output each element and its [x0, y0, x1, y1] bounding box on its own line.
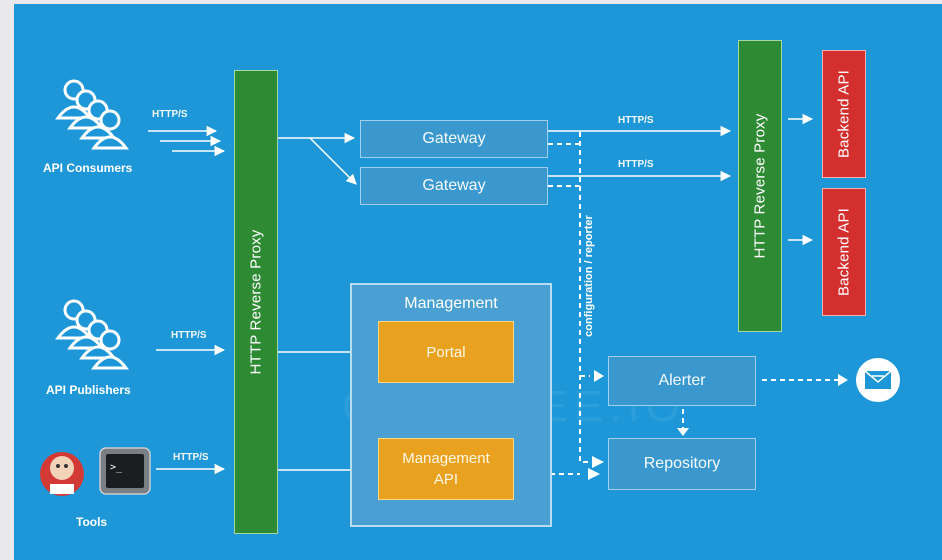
repository-label: Repository — [643, 455, 721, 472]
email-icon — [856, 358, 900, 402]
config-reporter-label: configuration / reporter — [583, 215, 595, 337]
backend-api-1: Backend API — [822, 50, 866, 178]
gateway-bottom-protocol-label: HTTP/S — [618, 159, 654, 170]
svg-text:>_: >_ — [110, 462, 123, 473]
gateway-2: Gateway — [360, 167, 548, 205]
publishers-group-icon — [55, 299, 129, 370]
right-reverse-proxy-label: HTTP Reverse Proxy — [751, 113, 769, 259]
management-api-label-1: Management — [402, 450, 490, 467]
proxy-to-gateway-2 — [309, 137, 357, 185]
alerter-box: Alerter — [608, 356, 756, 406]
consumers-protocol-label: HTTP/S — [152, 109, 188, 120]
left-reverse-proxy: HTTP Reverse Proxy — [234, 70, 278, 534]
config-dashed-line — [579, 132, 592, 463]
api-consumers-label: API Consumers — [43, 161, 133, 175]
alerter-label: Alerter — [658, 372, 706, 389]
backend-api-1-label: Backend API — [835, 69, 853, 159]
api-publishers-label: API Publishers — [46, 383, 131, 397]
arrowhead-repository-2 — [588, 468, 600, 480]
arrowhead-alerter — [594, 370, 604, 382]
gateway-top-protocol-label: HTTP/S — [618, 115, 654, 126]
portal-box: Portal — [378, 321, 514, 383]
arrowhead-repository-1 — [592, 456, 604, 468]
tools-label: Tools — [76, 515, 108, 529]
management-api-label-2: API — [433, 471, 459, 488]
consumers-group-icon — [55, 79, 129, 150]
management-title: Management — [404, 295, 498, 312]
backend-api-2-label: Backend API — [835, 207, 853, 297]
jenkins-icon — [40, 452, 84, 496]
gateway-1: Gateway — [360, 120, 548, 158]
gateway-1-label: Gateway — [422, 130, 486, 147]
terminal-icon: >_ — [99, 447, 151, 495]
management-api-box: Management API — [378, 438, 514, 500]
arrowhead-email — [838, 374, 848, 386]
left-reverse-proxy-label: HTTP Reverse Proxy — [247, 229, 265, 375]
gateway-2-label: Gateway — [422, 177, 486, 194]
publishers-protocol-label: HTTP/S — [171, 330, 207, 341]
right-reverse-proxy: HTTP Reverse Proxy — [738, 40, 782, 332]
portal-label: Portal — [426, 343, 466, 361]
architecture-diagram: GRAVITEE.IO — [14, 4, 942, 560]
repository-box: Repository — [608, 438, 756, 490]
actor-icons: >_ — [40, 79, 900, 496]
arrowhead-alerter-down — [677, 428, 689, 436]
backend-api-2: Backend API — [822, 188, 866, 316]
tools-protocol-label: HTTP/S — [173, 452, 209, 463]
